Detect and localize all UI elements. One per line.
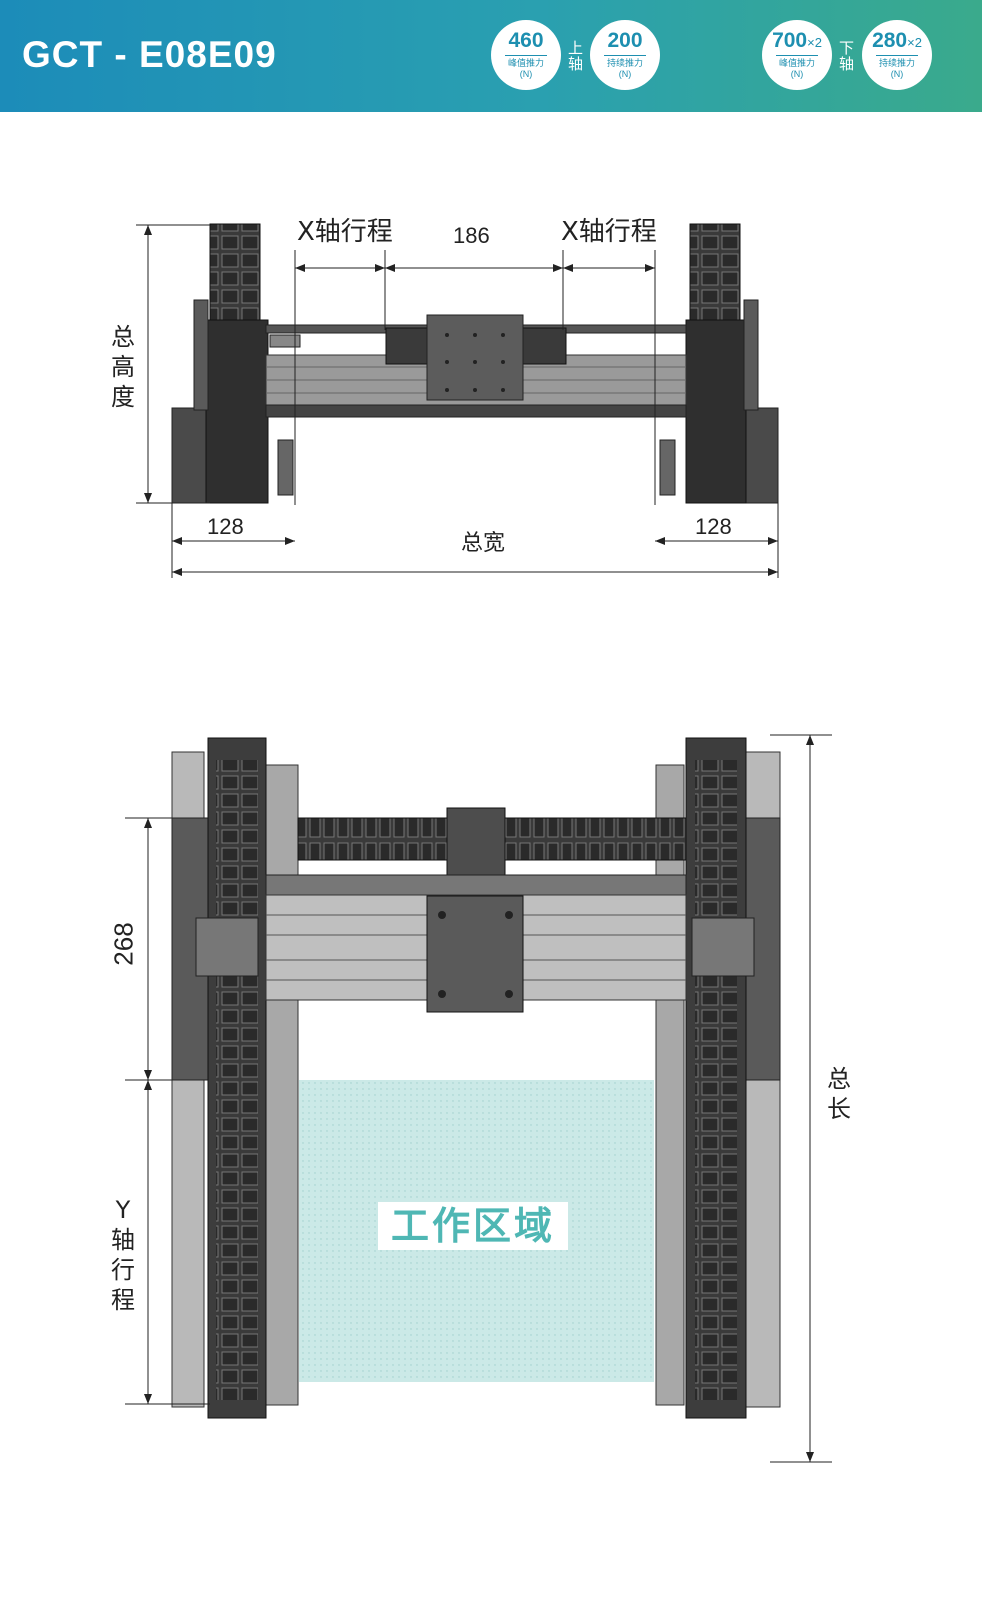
total-length-label: 总长 xyxy=(827,1065,851,1123)
x-stroke-right-label: X轴行程 xyxy=(561,217,657,247)
lower-continuous-force-badge: 280×2 持续推力 (N) xyxy=(862,20,932,90)
x-stroke-left-label: X轴行程 xyxy=(297,217,393,247)
badge-multiplier: ×2 xyxy=(807,35,822,50)
upper-peak-force-badge: 460 峰值推力 (N) xyxy=(491,20,561,90)
left-drag-chain xyxy=(209,223,261,321)
badge-value: 460 xyxy=(508,29,544,52)
left-foot xyxy=(171,407,213,504)
badge-unit: (N) xyxy=(890,69,904,79)
badge-unit: (N) xyxy=(519,69,533,79)
badge-multiplier: ×2 xyxy=(907,35,922,50)
right-y-drag-chain xyxy=(695,760,737,1400)
badge-unit: (N) xyxy=(790,69,804,79)
lower-axis-label: 下 轴 xyxy=(839,39,855,73)
model-title: GCT - E08E09 xyxy=(22,34,277,75)
lower-peak-force-badge: 700×2 峰值推力 (N) xyxy=(762,20,832,90)
left-column xyxy=(205,319,269,504)
upper-axis-label: 上 轴 xyxy=(568,39,584,73)
x-carriage xyxy=(426,314,524,401)
total-width-label: 总宽 xyxy=(461,531,506,556)
dimension-268-label: 268 xyxy=(108,922,139,966)
y-stroke-label: Y轴行程 xyxy=(111,1196,135,1314)
right-column xyxy=(685,319,747,504)
badge-label: 峰值推力 xyxy=(507,58,544,68)
badge-value: 200 xyxy=(607,29,643,52)
total-height-label: 总高度 xyxy=(111,323,135,411)
badge-value: 280 xyxy=(872,29,908,52)
badge-label: 峰值推力 xyxy=(778,58,815,68)
badge-unit: (N) xyxy=(618,69,632,79)
upper-continuous-force-badge: 200 持续推力 (N) xyxy=(590,20,660,90)
right-drag-chain xyxy=(689,223,741,321)
top-view xyxy=(125,734,832,1463)
center-dimension-label: 186 xyxy=(453,223,490,248)
header-banner: GCT - E08E09 460 峰值推力 (N) 上 轴 200 持续推力 (… xyxy=(0,0,982,112)
front-view xyxy=(136,223,779,578)
right-width-label: 128 xyxy=(695,514,732,539)
left-y-drag-chain xyxy=(216,760,258,1400)
badge-label: 持续推力 xyxy=(878,58,915,68)
work-area-label: 工作区域 xyxy=(378,1202,568,1250)
badge-label: 持续推力 xyxy=(606,58,643,68)
badge-value: 700 xyxy=(772,29,808,52)
left-width-label: 128 xyxy=(207,514,244,539)
